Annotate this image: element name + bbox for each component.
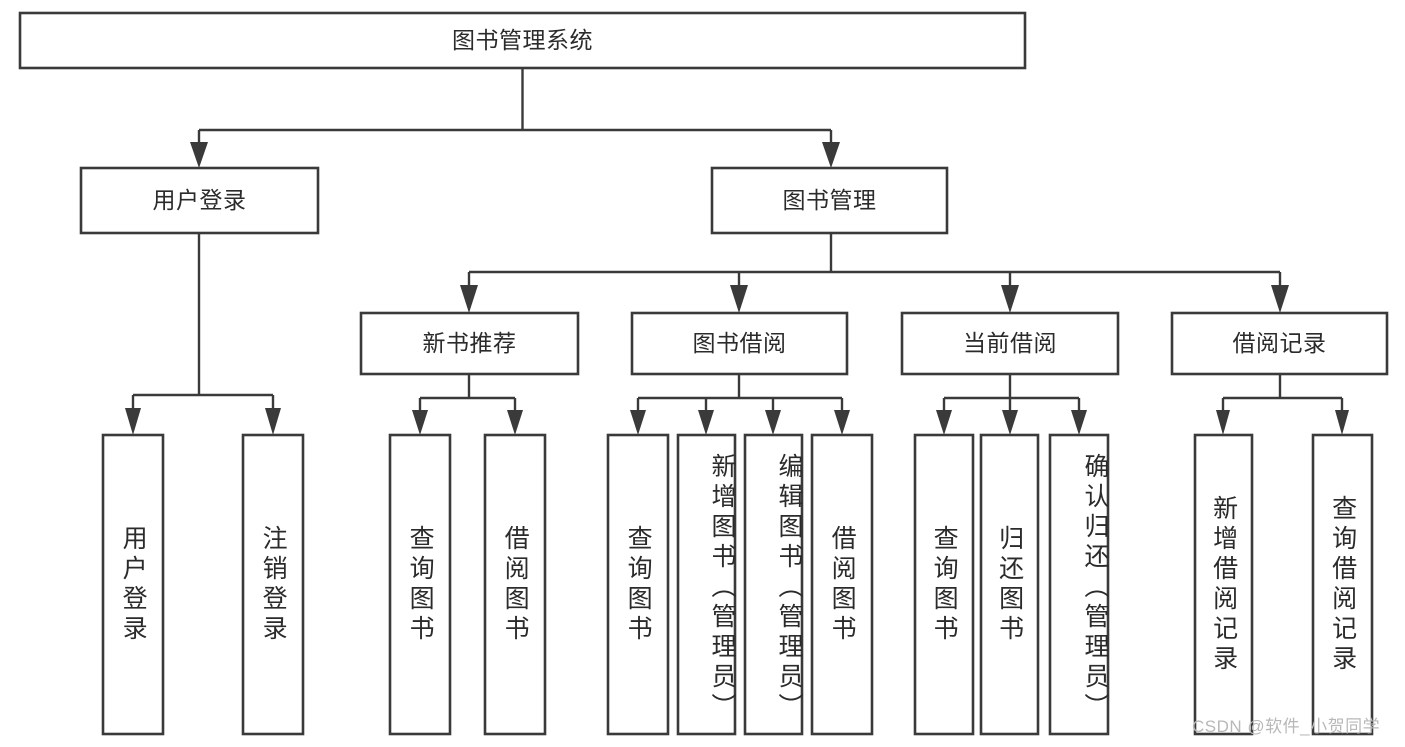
node-rect-current-borrow[interactable] <box>900 311 1120 376</box>
node-rect-leaf-1[interactable] <box>241 433 305 736</box>
node-rect-leaf-2[interactable] <box>388 433 452 736</box>
connector-group <box>125 68 1349 435</box>
arrow-leaf-return-book <box>1002 410 1018 435</box>
node-rect-leaf-11[interactable] <box>1193 433 1254 736</box>
arrow-leaf-query-book-2 <box>630 410 646 435</box>
node-rect-leaf-0[interactable] <box>101 433 165 736</box>
arrow-leaf-query-record <box>1335 410 1349 435</box>
arrow-to-borrow-record <box>1271 285 1289 313</box>
node-rect-root[interactable] <box>18 11 1027 70</box>
node-rect-borrow-record[interactable] <box>1170 311 1389 376</box>
node-rect-leaf-10[interactable] <box>1048 433 1110 736</box>
node-rect-book-borrow[interactable] <box>630 311 849 376</box>
node-rect-leaf-3[interactable] <box>483 433 547 736</box>
node-rect-leaf-9[interactable] <box>979 433 1040 736</box>
arrow-leaf-logout <box>265 408 281 435</box>
arrow-leaf-confirm-return <box>1071 410 1087 435</box>
node-rect-leaf-7[interactable] <box>810 433 874 736</box>
node-rect-leaf-4[interactable] <box>606 433 670 736</box>
arrow-leaf-borrow-book-1 <box>507 410 523 435</box>
arrow-leaf-query-book-1 <box>412 410 428 435</box>
node-rect-group <box>18 11 1389 736</box>
arrow-to-book-mgmt <box>822 142 840 168</box>
node-rect-leaf-5[interactable] <box>676 433 737 736</box>
node-rect-user-login[interactable] <box>79 166 320 235</box>
arrow-to-new-book-rec <box>460 285 478 313</box>
node-rect-leaf-6[interactable] <box>743 433 804 736</box>
arrow-leaf-add-book <box>698 410 714 435</box>
node-rect-leaf-12[interactable] <box>1311 433 1374 736</box>
arrow-to-book-borrow <box>730 285 748 313</box>
arrow-to-current-borrow <box>1001 285 1019 313</box>
arrow-leaf-query-book-3 <box>936 410 952 435</box>
arrow-leaf-add-record <box>1216 410 1230 435</box>
node-rect-leaf-8[interactable] <box>913 433 975 736</box>
node-rect-book-management[interactable] <box>710 166 949 235</box>
arrow-leaf-edit-book <box>765 410 781 435</box>
arrow-leaf-user-login <box>125 408 141 435</box>
arrow-to-user-login <box>190 142 208 168</box>
node-rect-new-book-recommend[interactable] <box>359 311 580 376</box>
arrow-leaf-borrow-book-2 <box>834 410 850 435</box>
